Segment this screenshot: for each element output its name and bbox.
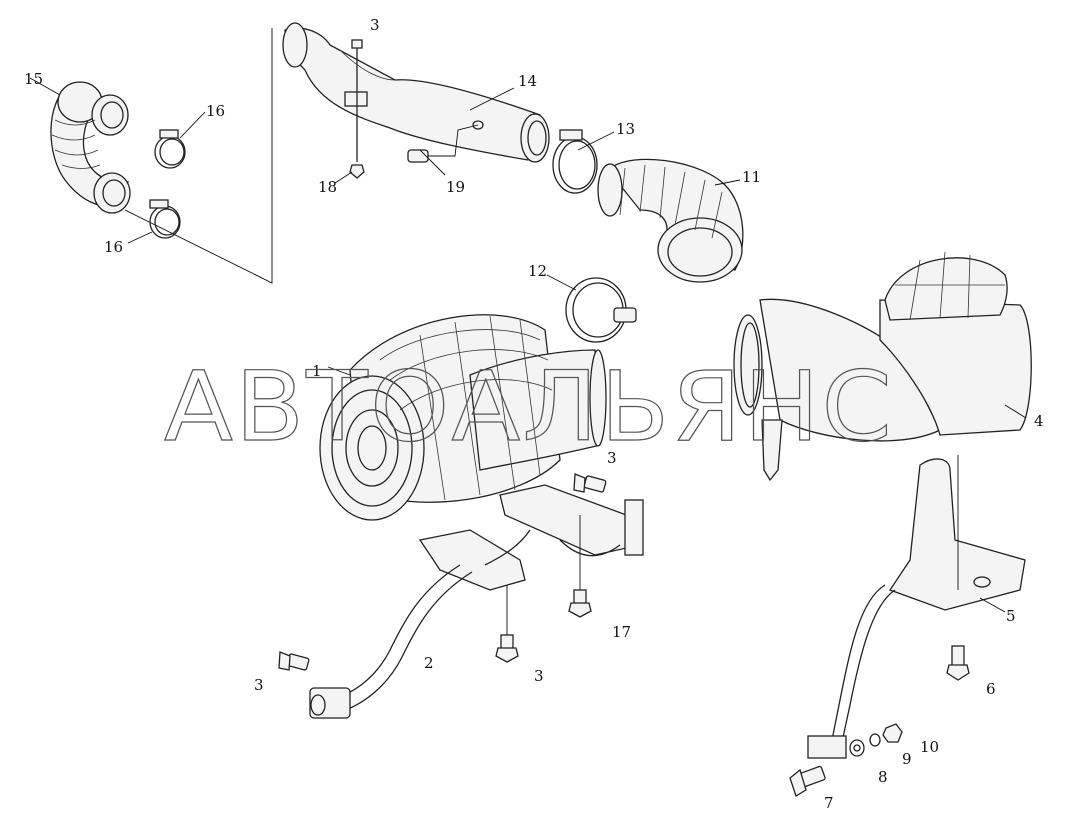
callout-12: 12	[528, 262, 547, 280]
callout-18: 18	[318, 178, 337, 196]
callout-17: 17	[612, 623, 631, 641]
callout-1: 1	[312, 362, 322, 380]
part-17-bolt	[568, 515, 592, 618]
callout-3-left: 3	[254, 676, 264, 694]
callout-labels: 15 16 16 3 14 13 18 19 11 12 1 4 3 5 17 …	[24, 16, 1044, 812]
part-10-nut	[882, 723, 903, 743]
callout-7: 7	[824, 794, 834, 812]
callout-6: 6	[986, 680, 996, 698]
part-5-bracket-right	[807, 458, 1026, 759]
callout-5: 5	[1006, 607, 1016, 625]
part-14-intake-pipe	[282, 22, 550, 163]
callout-16-lower: 16	[104, 238, 123, 256]
part-16-clamp-upper	[154, 129, 186, 169]
part-7-bolt	[789, 765, 826, 797]
callout-13: 13	[616, 120, 635, 138]
part-3-bolt-left	[278, 651, 310, 671]
callout-4: 4	[1034, 412, 1044, 430]
part-3-bolt-right	[573, 473, 607, 493]
part-16-clamp-lower	[149, 199, 181, 239]
callout-3-right: 3	[607, 449, 617, 467]
callout-10: 10	[920, 738, 939, 756]
part-3-bolt-center	[495, 585, 519, 663]
part-3-bolt-top	[349, 39, 365, 179]
part-1-air-filter	[319, 314, 607, 521]
callout-11: 11	[742, 168, 761, 186]
part-13-clamp	[552, 129, 598, 194]
callout-14: 14	[518, 72, 537, 90]
callout-9: 9	[902, 750, 912, 768]
callout-2: 2	[424, 654, 434, 672]
watermark: АВТОАЛЬЯНС	[164, 351, 894, 463]
callout-3-top: 3	[370, 16, 380, 34]
detail-frame	[124, 28, 273, 284]
part-12-clamp	[565, 277, 637, 343]
part-11-bellow-hose	[597, 158, 744, 283]
part-4-intake-elbow	[733, 251, 1032, 482]
callout-8: 8	[878, 768, 888, 786]
callout-19: 19	[446, 178, 465, 196]
callout-3-center: 3	[534, 667, 544, 685]
part-9-spring-washer	[869, 733, 881, 747]
part-8-washer	[849, 739, 865, 757]
callout-15: 15	[24, 70, 43, 88]
part-15-elbow-hose	[50, 81, 131, 214]
leader-lines	[29, 77, 1027, 613]
part-2-lower-bracket	[309, 484, 644, 719]
callout-16-upper: 16	[206, 102, 225, 120]
part-6-bolt	[946, 455, 970, 681]
